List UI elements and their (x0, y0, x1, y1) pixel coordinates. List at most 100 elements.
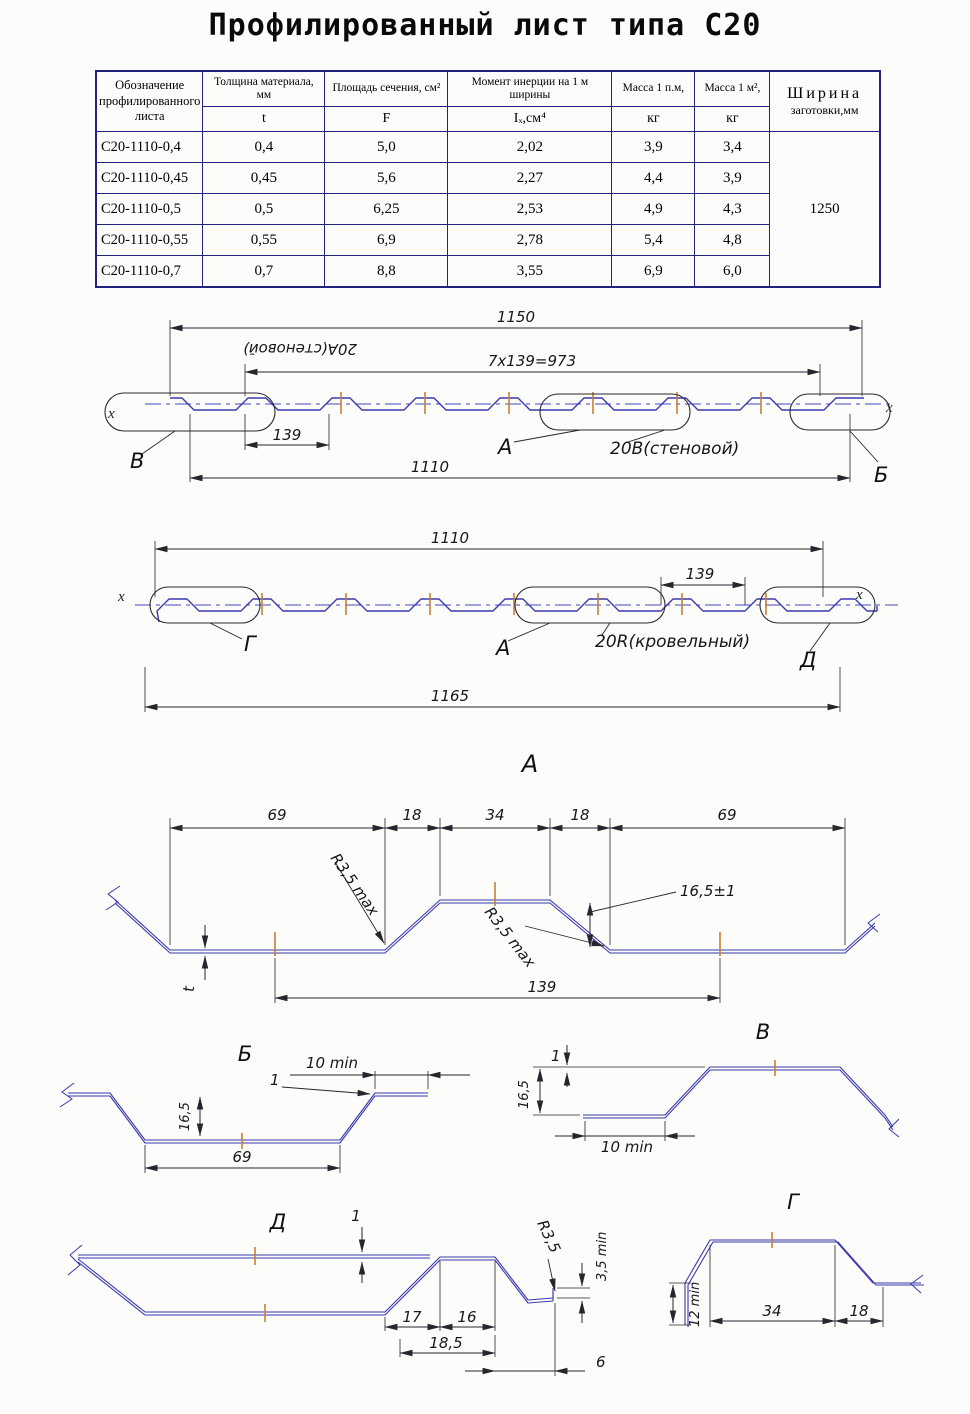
roof-profile-section (156, 598, 878, 623)
radius-text: R3,5 (533, 1217, 564, 1256)
break-right (910, 1274, 924, 1294)
dim-1-text: 1 (270, 1071, 280, 1089)
header-thickness: Толщина материала, мм (202, 70, 326, 107)
dim-1110-text: 1110 (411, 458, 449, 476)
cell-inertia: 3,55 (447, 255, 613, 288)
dim-165-text: 16,5 (517, 1080, 532, 1109)
dim-thickness-1: 1 (351, 1207, 366, 1283)
dim-12min: 12 min (669, 1282, 703, 1327)
leader-B (849, 430, 879, 463)
cell-thickness: 0,5 (202, 193, 326, 225)
detail-d-end-rib (145, 1256, 554, 1313)
cell-mass-m2: 3,9 (694, 162, 771, 194)
dim-7x139: 7х139=973 (244, 352, 821, 396)
break-right (888, 1118, 900, 1138)
header-blank-width: Ширина заготовки,мм (769, 70, 881, 132)
callout-D (759, 586, 876, 624)
cell-mass-pm: 6,9 (611, 255, 696, 288)
leader-V (141, 430, 176, 455)
section-ticks (340, 392, 762, 414)
dim-69: 69 (144, 1145, 341, 1173)
section-ticks (254, 1247, 266, 1322)
cell-designation: С20-1110-0,55 (95, 224, 204, 256)
label-A: А (496, 435, 512, 459)
label-20r: 20R(кровельный) (595, 632, 750, 652)
dim-t-text: t (180, 985, 198, 992)
table-header-row-2: t F Iₓ,см⁴ кг кг (96, 106, 880, 132)
cell-thickness: 0,4 (202, 131, 326, 163)
cell-mass-m2: 3,4 (694, 131, 771, 163)
dim-1165: 1165 (144, 667, 841, 712)
cell-area: 5,6 (324, 162, 449, 194)
cell-inertia: 2,78 (447, 224, 613, 256)
detail-d-title: Д (269, 1210, 286, 1234)
header-sym-ix: Iₓ,см⁴ (447, 106, 613, 132)
dim-69-right: 69 (717, 806, 736, 824)
callout-A (539, 393, 691, 431)
dim-7x139-text: 7х139=973 (488, 352, 576, 370)
cell-mass-pm: 3,9 (611, 131, 696, 163)
break-left (59, 1082, 75, 1108)
dim-165-text: 16,5±1 (680, 882, 736, 900)
dim-1110: 1110 (154, 529, 824, 597)
cell-designation: С20-1110-0,5 (95, 193, 204, 225)
drawing-roof-profile: 1110 139 1165 Г А 20R(кровельный) Д x x (117, 529, 898, 712)
dim-10min: 10 min (555, 1121, 695, 1156)
cell-thickness: 0,7 (202, 255, 326, 288)
dim-height-165: 16,5±1 (586, 882, 736, 948)
dim-1110: 1110 (189, 414, 851, 482)
label-V: В (130, 449, 144, 473)
dim-139-text: 139 (273, 426, 302, 444)
dim-185-text: 18,5 (429, 1334, 462, 1352)
cell-designation: С20-1110-0,45 (95, 162, 204, 194)
leader-20r (601, 622, 611, 636)
dim-10min-text: 10 min (601, 1138, 653, 1156)
dim-height-165: 16,5 (517, 1066, 705, 1116)
detail-g-profile-inner (687, 1241, 925, 1328)
dim-6: 6 (465, 1303, 606, 1376)
dim-139: 139 (274, 958, 721, 1003)
dim-16-text: 16 (457, 1308, 476, 1326)
leader-A (513, 429, 581, 443)
cell-area: 6,25 (324, 193, 449, 225)
radius-1-text: R3,5 max (327, 850, 383, 919)
header-mass-pm: Масса 1 п.м, (611, 70, 696, 107)
cell-inertia: 2,27 (447, 162, 613, 194)
detail-d: Д 1 17 16 18,5 6 R3,5 3,5 (67, 1207, 610, 1376)
dim-17-text: 17 (402, 1308, 422, 1326)
detail-g-title: Г (787, 1190, 801, 1214)
radius-2-text: R3,5 max (481, 903, 539, 971)
break-left (67, 1244, 83, 1276)
cell-mass-pm: 5,4 (611, 224, 696, 256)
leader-G (209, 622, 243, 640)
detail-v-profile-inner (582, 1069, 894, 1131)
break-left (105, 885, 121, 911)
header-sym-kg1: кг (611, 106, 696, 132)
detail-a-title: А (520, 750, 538, 778)
header-sym-f: F (324, 106, 449, 132)
header-area: Площадь сечения, см² (324, 70, 449, 107)
axis-x-left: x (117, 589, 125, 605)
section-ticks (274, 882, 721, 956)
dim-1-text: 1 (551, 1047, 561, 1065)
table-row: С20-1110-0,7 0,7 8,8 3,55 6,9 6,0 (95, 255, 880, 288)
dim-6-text: 6 (596, 1353, 606, 1371)
detail-v-title: В (756, 1020, 770, 1044)
cell-area: 8,8 (324, 255, 449, 288)
table-row: С20-1110-0,5 0,5 6,25 2,53 4,9 4,3 (95, 193, 880, 225)
leader-A (507, 622, 551, 642)
header-designation-line1: Обозначение (115, 78, 185, 93)
dim-34-text: 34 (762, 1302, 781, 1320)
break-right (867, 913, 881, 933)
dim-139: 139 (660, 565, 746, 605)
dim-thickness-1: 1 (270, 1071, 371, 1097)
table-header-row-1: Обозначение профилированного листа Толщи… (95, 70, 881, 132)
leader-20v (627, 429, 666, 443)
header-mass-m2: Масса 1 м², (694, 70, 771, 107)
callout-B (789, 393, 891, 431)
cell-area: 5,0 (324, 131, 449, 163)
header-designation-line2: профилированного (99, 93, 201, 108)
cell-mass-m2: 4,8 (694, 224, 771, 256)
detail-a: А 69 18 34 18 69 R3,5 max R3,5 max 16,5±… (105, 750, 881, 1003)
dim-34-18: 34 18 (709, 1245, 884, 1327)
